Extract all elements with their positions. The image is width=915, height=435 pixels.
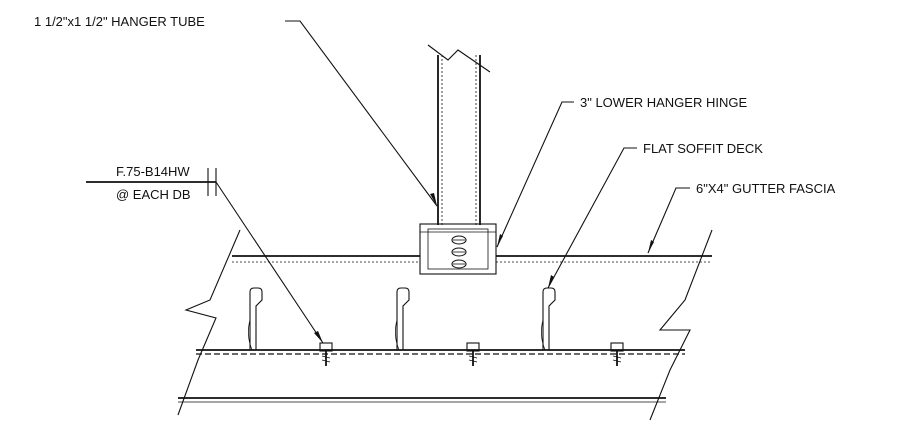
- leader-gutter-fascia: [647, 187, 690, 254]
- hanger-tube: [427, 44, 491, 225]
- label-hanger-tube: 1 1/2"x1 1/2" HANGER TUBE: [34, 14, 205, 29]
- label-fastener-location: @ EACH DB: [116, 187, 191, 202]
- leader-soffit-deck: [547, 147, 637, 289]
- fastener: [466, 342, 480, 366]
- fastener: [319, 342, 333, 366]
- soffit-deck-clip: [395, 287, 410, 351]
- label-gutter-fascia: 6"X4" GUTTER FASCIA: [696, 181, 836, 196]
- leader-hanger-tube: [285, 20, 438, 207]
- leader-fastener: [86, 168, 324, 344]
- leader-lower-hinge: [496, 101, 574, 248]
- fastener: [610, 342, 624, 366]
- soffit-deck-clip: [541, 287, 556, 351]
- lower-hanger-hinge: [419, 223, 497, 275]
- soffit-deck-clip: [248, 287, 263, 351]
- label-lower-hanger-hinge: 3" LOWER HANGER HINGE: [580, 95, 747, 110]
- label-flat-soffit-deck: FLAT SOFFIT DECK: [643, 141, 763, 156]
- gutter-fascia-body: [177, 229, 713, 421]
- label-fastener-spec: F.75-B14HW: [116, 164, 190, 179]
